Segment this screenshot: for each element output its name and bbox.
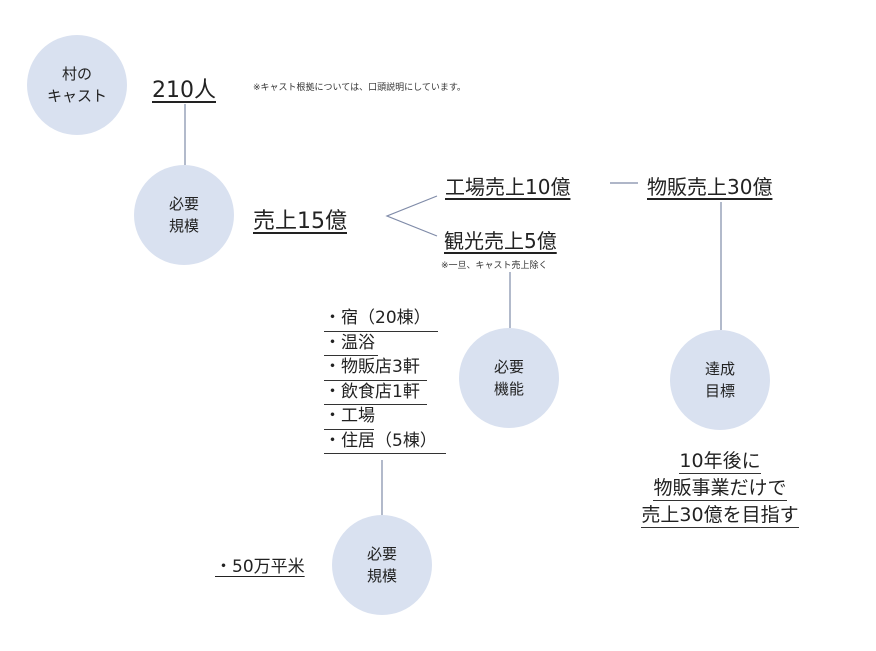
function-item: ・宿（20棟） bbox=[324, 307, 438, 332]
factory-sales: 工場売上10億 bbox=[445, 175, 571, 199]
function-item: ・工場 bbox=[324, 405, 375, 430]
required-scale-circle-bottom: 必要規模 bbox=[332, 515, 432, 615]
tourism-note: ※一旦、キャスト売上除く bbox=[441, 261, 548, 271]
tourism-sales: 観光売上5億 bbox=[444, 229, 557, 253]
function-list: ・宿（20棟） ・温浴 ・物販店3軒 ・飲食店1軒 ・工場 ・住居（5棟） bbox=[324, 307, 446, 454]
required-function-line1: 必要 bbox=[493, 358, 524, 376]
required-function-line2: 機能 bbox=[493, 380, 524, 398]
function-item: ・飲食店1軒 bbox=[324, 381, 427, 405]
goal-line1: 達成 bbox=[704, 360, 735, 378]
goal-circle: 達成目標 bbox=[670, 330, 770, 430]
goal-line2: 目標 bbox=[704, 382, 735, 400]
required-scale-bottom-line1: 必要 bbox=[366, 545, 397, 563]
goal-text-line: 売上30億を目指す bbox=[641, 504, 799, 528]
village-cast-line2: キャスト bbox=[46, 87, 107, 105]
required-scale-top-line1: 必要 bbox=[168, 195, 199, 213]
required-function-circle: 必要機能 bbox=[459, 328, 559, 428]
goal-text-line: 10年後に bbox=[679, 450, 761, 474]
cast-count: 210人 bbox=[152, 78, 216, 103]
goal-text-line: 物販事業だけで bbox=[653, 477, 787, 501]
required-scale-circle-top: 必要規模 bbox=[134, 165, 234, 265]
function-item: ・住居（5棟） bbox=[324, 430, 446, 454]
function-item: ・温浴 bbox=[324, 332, 378, 356]
village-cast-line1: 村の bbox=[61, 65, 92, 83]
sales-total: 売上15億 bbox=[253, 209, 347, 234]
area-label: ・50万平米 bbox=[215, 557, 305, 577]
required-scale-top-line2: 規模 bbox=[168, 217, 199, 235]
cast-note: ※キャスト根拠については、口頭説明にしています。 bbox=[253, 83, 466, 93]
function-item: ・物販店3軒 bbox=[324, 356, 427, 381]
goal-text: 10年後に 物販事業だけで 売上30億を目指す bbox=[620, 448, 820, 529]
merch-sales: 物販売上30億 bbox=[647, 175, 773, 199]
connector-sales-branch bbox=[385, 195, 438, 237]
village-cast-circle: 村のキャスト bbox=[27, 35, 127, 135]
required-scale-bottom-line2: 規模 bbox=[366, 567, 397, 585]
